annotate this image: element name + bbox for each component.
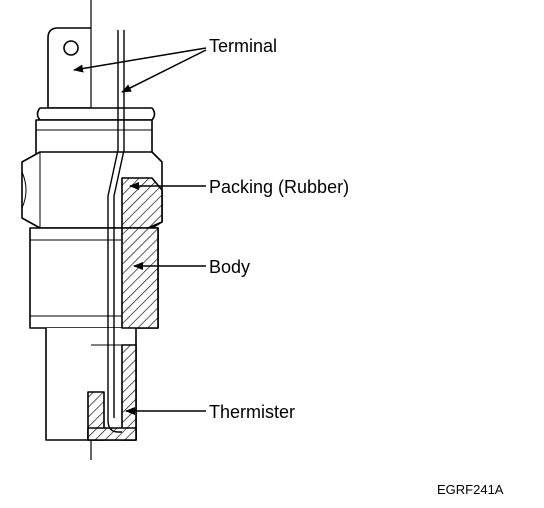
sensor-drawing xyxy=(21,0,163,460)
terminal-label: Terminal xyxy=(209,36,277,56)
body-section xyxy=(121,227,159,329)
terminal-leader-1 xyxy=(73,47,207,73)
body-label: Body xyxy=(209,257,250,277)
probe-bottom xyxy=(87,427,137,441)
terminal-leader-2 xyxy=(121,49,207,93)
probe-section xyxy=(121,344,137,441)
figure-code: EGRF241A xyxy=(437,482,504,497)
lead-wire xyxy=(107,30,122,433)
top-collar xyxy=(36,107,156,121)
terminal-hole xyxy=(63,40,79,56)
leader-lines xyxy=(73,47,207,415)
thermister-label: Thermister xyxy=(209,402,295,422)
packing-label: Packing (Rubber) xyxy=(209,177,349,197)
